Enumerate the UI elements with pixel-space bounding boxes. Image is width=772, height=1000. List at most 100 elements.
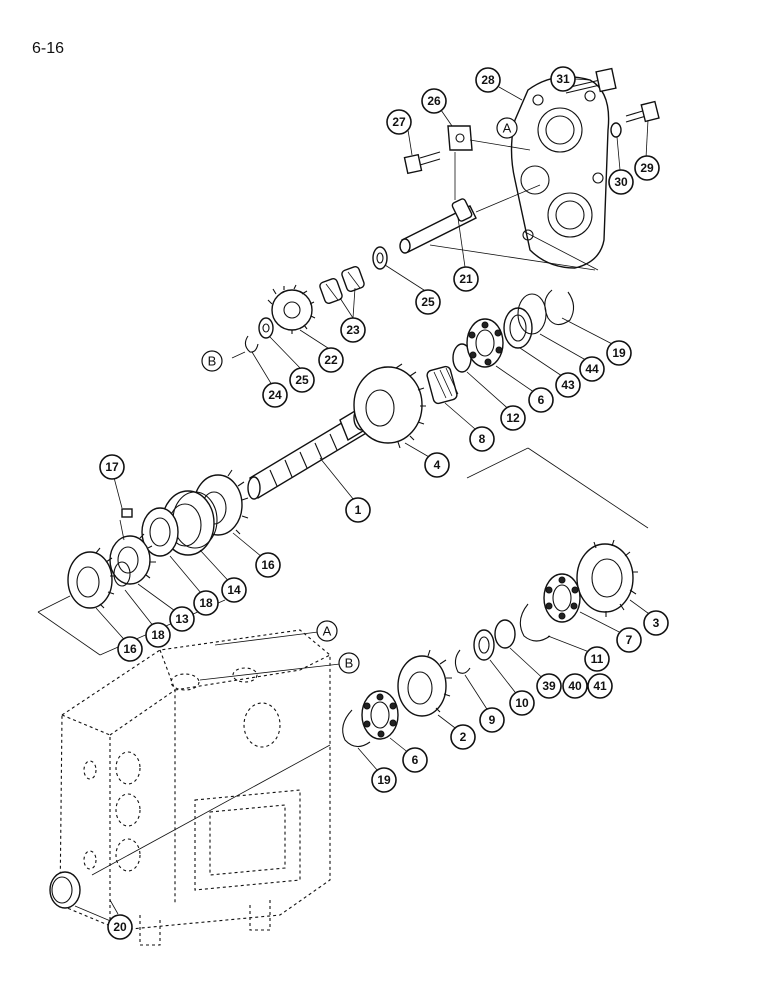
plug-20 [49,871,81,909]
gear-2 [397,649,452,717]
gear-3 [576,539,638,617]
gear-16-lower [67,547,116,609]
bolt-27 [403,151,441,175]
page-number: 6-16 [32,40,65,57]
callout-29: 29 [634,155,660,181]
callout-27: 27 [386,109,412,135]
callout-17: 17 [99,454,125,480]
svg-text:16: 16 [261,558,275,572]
reference-b-housing: B [338,652,360,674]
thrust-washer-25 [372,246,388,270]
callout-4: 4 [424,452,450,478]
shim-43 [503,307,533,349]
gear-22 [267,284,316,334]
svg-text:23: 23 [346,323,360,337]
svg-text:4: 4 [434,458,441,472]
svg-text:A: A [503,121,512,136]
main-shaft-1 [247,405,371,500]
callout-13: 13 [169,606,195,632]
callout-30: 30 [608,169,634,195]
leader-line [214,631,319,646]
svg-text:8: 8 [479,432,486,446]
callout-25-upper: 25 [415,289,441,315]
callout-16-upper: 16 [255,552,281,578]
snap-ring-9 [454,649,471,674]
reference-b-shaft: B [201,350,223,372]
svg-text:44: 44 [585,362,599,376]
svg-text:12: 12 [506,411,520,425]
svg-text:11: 11 [591,652,604,666]
svg-text:10: 10 [515,696,529,710]
callout-3: 3 [643,610,669,636]
svg-text:27: 27 [392,115,406,129]
synchronizer-hub-13 [109,533,156,585]
callout-12: 12 [500,405,526,431]
needle-bearing-23 [319,266,365,304]
svg-text:3: 3 [653,616,660,630]
svg-text:22: 22 [324,353,338,367]
svg-text:19: 19 [377,773,391,787]
svg-text:16: 16 [123,642,137,656]
callout-10: 10 [509,690,535,716]
callout-31: 31 [550,66,576,92]
callout-14: 14 [221,577,247,603]
svg-text:18: 18 [199,596,213,610]
svg-text:9: 9 [489,713,496,727]
svg-text:B: B [345,656,354,671]
callout-18-upper: 18 [193,590,219,616]
svg-text:21: 21 [459,272,473,286]
lock-plate-26 [447,125,473,151]
svg-text:6: 6 [412,753,419,767]
svg-text:17: 17 [105,460,119,474]
spacer-10 [473,629,495,661]
leader-line [199,663,341,681]
svg-text:20: 20 [113,920,127,934]
bearing-retainer-plate [510,75,610,269]
callout-26: 26 [421,88,447,114]
shim-39-41 [494,619,516,649]
svg-text:28: 28 [481,73,495,87]
callout-40: 40 [562,673,588,699]
svg-text:40: 40 [568,679,582,693]
svg-text:31: 31 [556,72,570,86]
callout-44: 44 [579,356,605,382]
svg-text:6: 6 [538,393,545,407]
synchronizer-hub-18 [141,507,179,557]
roller-bearing-8 [426,365,459,405]
snap-ring-18-lower [113,561,131,587]
svg-text:19: 19 [612,346,626,360]
callout-25-lower: 25 [289,367,315,393]
snap-ring-19-lower [342,709,371,748]
callout-2: 2 [450,724,476,750]
callout-9: 9 [479,707,505,733]
ball-bearing-6 [466,318,504,368]
callout-43: 43 [555,372,581,398]
callout-39: 39 [536,673,562,699]
svg-text:25: 25 [295,373,309,387]
callout-8: 8 [469,426,495,452]
thrust-washer-25 [258,317,274,339]
leader-line [91,744,331,876]
svg-text:B: B [208,354,217,369]
callout-6-lower: 6 [402,747,428,773]
svg-text:18: 18 [151,628,165,642]
svg-text:25: 25 [421,295,435,309]
svg-text:39: 39 [542,679,556,693]
svg-text:A: A [323,624,332,639]
callout-6-upper: 6 [528,387,554,413]
ball-bearing-7 [543,573,581,623]
svg-text:14: 14 [227,583,241,597]
svg-text:29: 29 [640,161,654,175]
callout-18-lower: 18 [145,622,171,648]
svg-text:43: 43 [561,378,575,392]
callout-11: 11 [584,646,610,672]
callout-19-upper: 19 [606,340,632,366]
svg-text:1: 1 [355,503,362,517]
washer-30 [610,122,622,138]
callout-20: 20 [107,914,133,940]
callout-24: 24 [262,382,288,408]
gear-4 [353,363,426,449]
callout-22: 22 [318,347,344,373]
svg-text:7: 7 [626,633,633,647]
callout-19-lower: 19 [371,767,397,793]
